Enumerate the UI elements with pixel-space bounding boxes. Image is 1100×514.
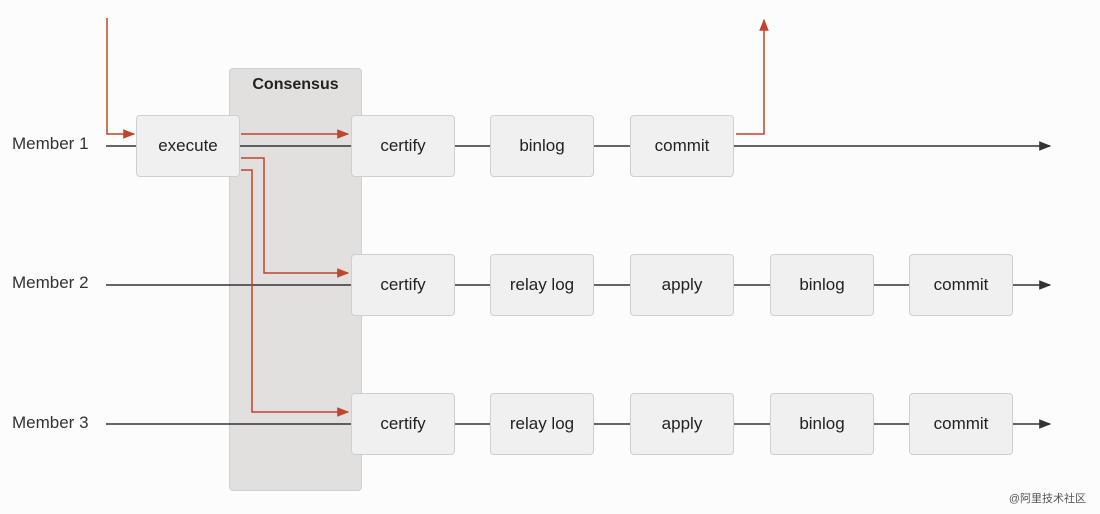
incoming-transaction-arrow bbox=[106, 18, 136, 139]
member-3-label: Member 3 bbox=[12, 413, 89, 432]
member-2-label: Member 2 bbox=[12, 273, 89, 292]
watermark: @阿里技术社区 bbox=[1008, 493, 1086, 505]
consensus-label: Consensus bbox=[252, 76, 339, 93]
m1-certify-box: certify bbox=[351, 115, 455, 177]
m3-relay-log-box: relay log bbox=[490, 393, 594, 455]
m2-commit-box: commit bbox=[909, 254, 1013, 316]
m3-certify-box: certify bbox=[351, 393, 455, 455]
m3-apply-box: apply bbox=[630, 393, 734, 455]
m1-commit-box: commit bbox=[630, 115, 734, 177]
m2-binlog-box: binlog bbox=[770, 254, 874, 316]
m3-binlog-box: binlog bbox=[770, 393, 874, 455]
m1-binlog-box: binlog bbox=[490, 115, 594, 177]
commit-return-arrow bbox=[736, 18, 769, 135]
m2-relay-log-box: relay log bbox=[490, 254, 594, 316]
m2-certify-box: certify bbox=[351, 254, 455, 316]
m3-commit-box: commit bbox=[909, 393, 1013, 455]
m1-execute-box: execute bbox=[136, 115, 240, 177]
execute-to-certify-m2-arrow bbox=[241, 157, 350, 278]
m2-apply-box: apply bbox=[630, 254, 734, 316]
member-1-label: Member 1 bbox=[12, 134, 89, 153]
execute-to-certify-m3-arrow bbox=[241, 169, 350, 417]
